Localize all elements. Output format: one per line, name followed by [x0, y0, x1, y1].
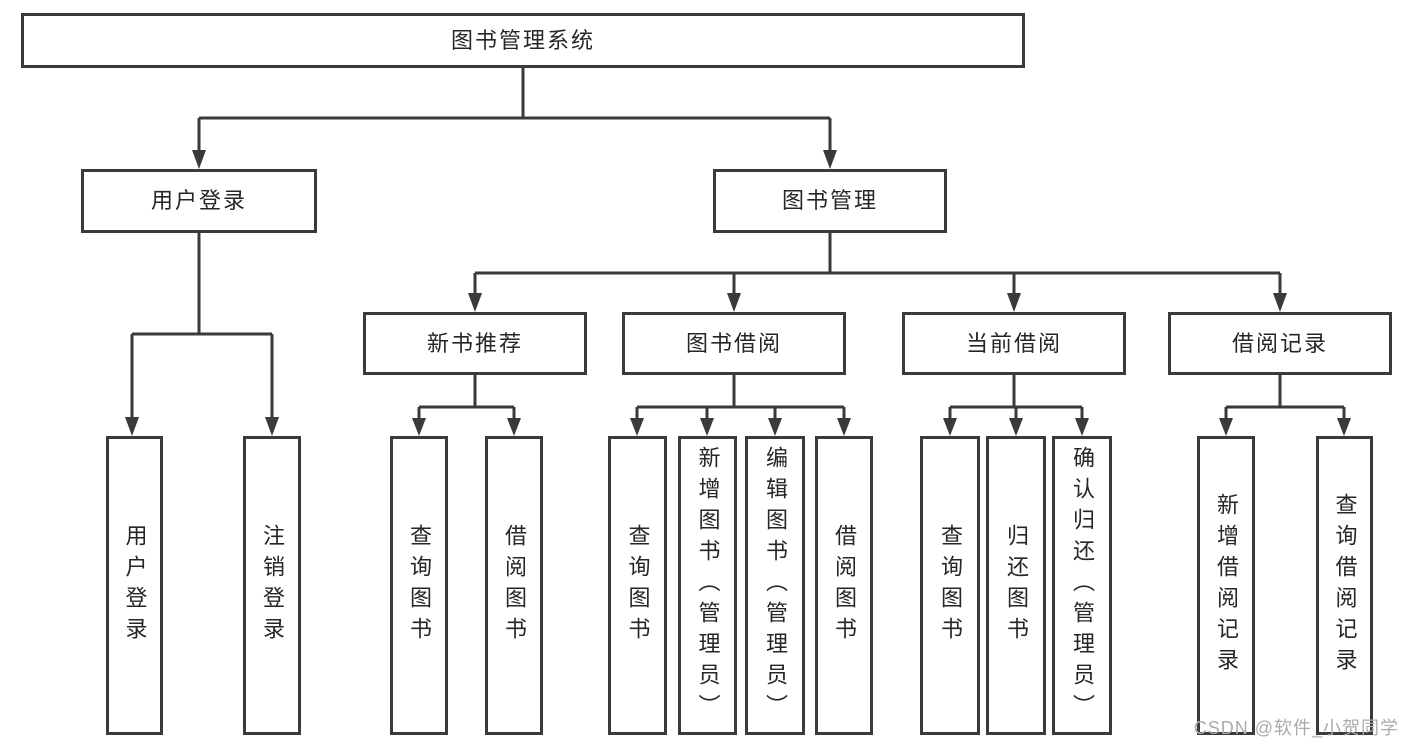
node-leaf-query-books-1: 查询图书 — [390, 436, 448, 735]
node-leaf-logout: 注销登录 — [243, 436, 301, 735]
arrowhead-icons — [125, 150, 1351, 436]
node-leaf-query-borrow-record: 查询借阅记录 — [1316, 436, 1373, 735]
node-leaf-borrow-books-2: 借阅图书 — [815, 436, 873, 735]
node-book-management: 图书管理 — [713, 169, 947, 233]
node-user-login: 用户登录 — [81, 169, 317, 233]
node-current-borrow: 当前借阅 — [902, 312, 1126, 375]
node-leaf-return-book: 归还图书 — [986, 436, 1046, 735]
node-leaf-add-borrow-record: 新增借阅记录 — [1197, 436, 1255, 735]
node-leaf-query-books-2: 查询图书 — [608, 436, 667, 735]
node-book-borrow: 图书借阅 — [622, 312, 846, 375]
node-leaf-query-books-3: 查询图书 — [920, 436, 980, 735]
node-borrow-records: 借阅记录 — [1168, 312, 1392, 375]
node-leaf-user-login: 用户登录 — [106, 436, 163, 735]
node-leaf-confirm-return-admin: 确认归还（管理员） — [1052, 436, 1112, 735]
node-leaf-add-book-admin: 新增图书（管理员） — [678, 436, 737, 735]
node-new-book-recommend: 新书推荐 — [363, 312, 587, 375]
csdn-watermark: CSDN @软件_小贺同学 — [1193, 718, 1399, 738]
node-leaf-edit-book-admin: 编辑图书（管理员） — [745, 436, 805, 735]
node-leaf-borrow-books-1: 借阅图书 — [485, 436, 543, 735]
node-root-library-system: 图书管理系统 — [21, 13, 1025, 68]
